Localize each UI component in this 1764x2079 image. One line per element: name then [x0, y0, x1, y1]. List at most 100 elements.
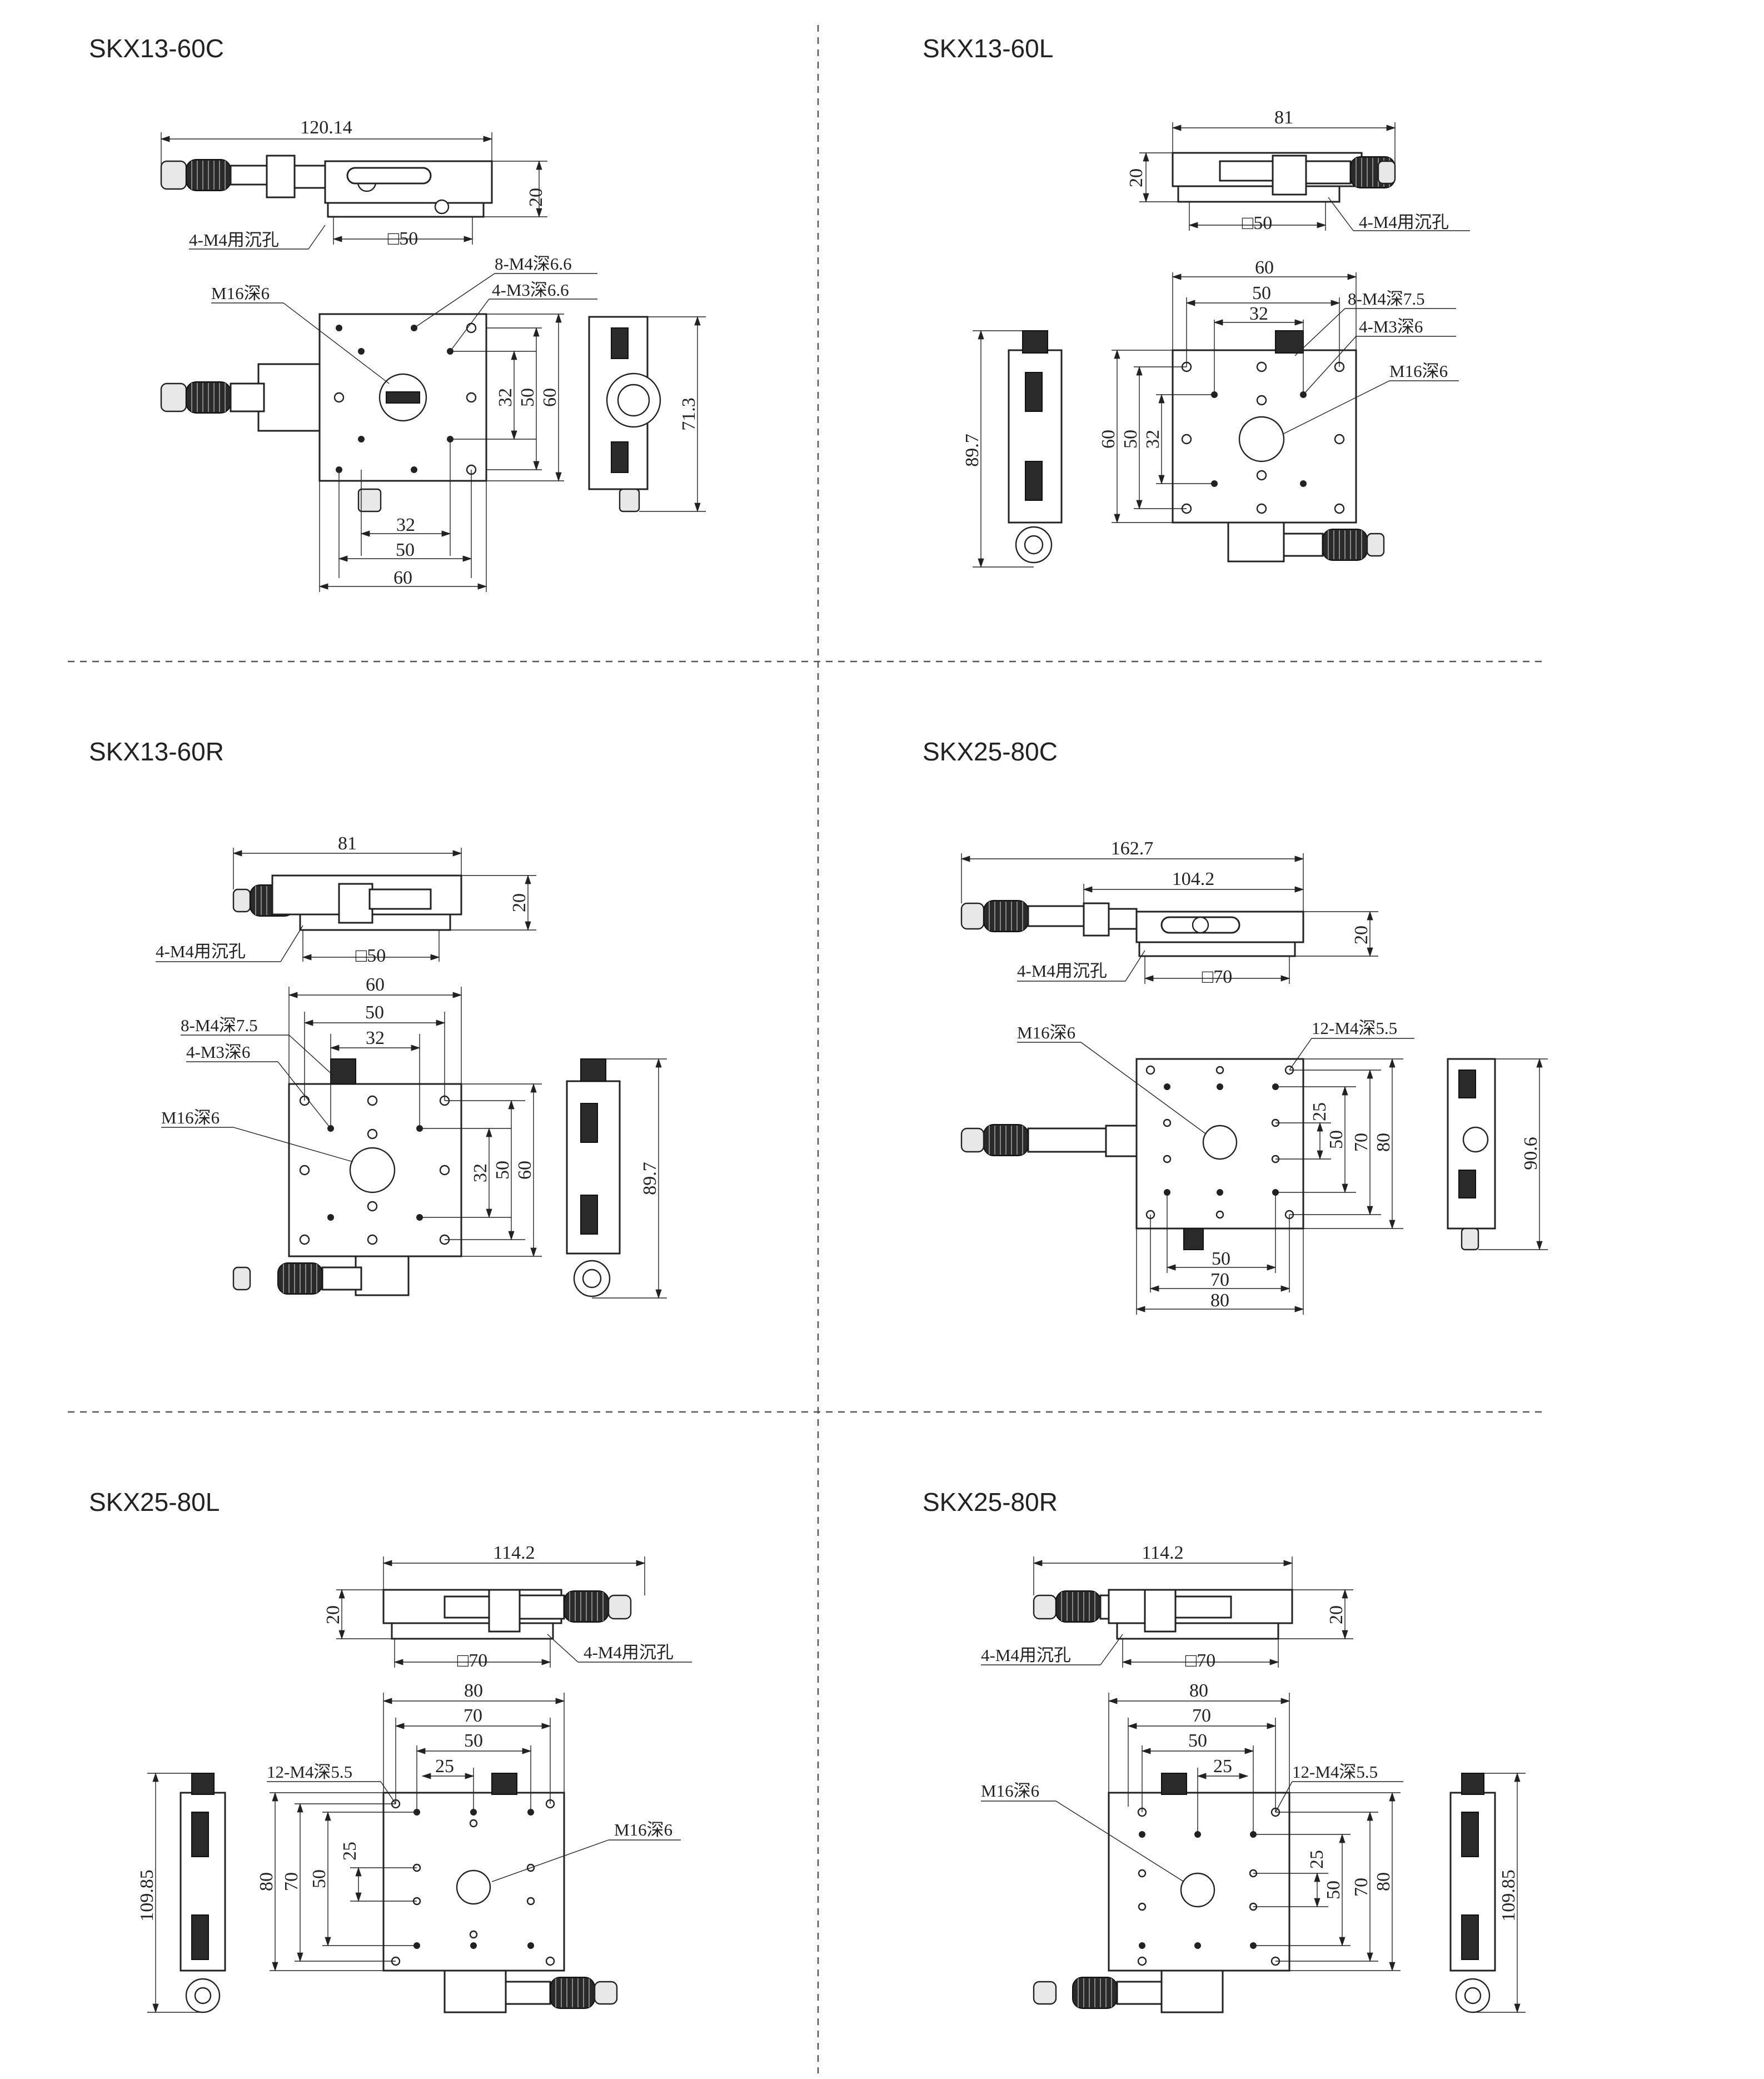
dim-h60: 60: [1098, 430, 1119, 449]
dim-base: □70: [1185, 1650, 1216, 1671]
dim-h70: 70: [1351, 1133, 1372, 1152]
side-view: 162.7 104.2 20 □70 4-M4用沉孔: [960, 838, 1378, 987]
diagram-skx13-60c: 120.14 20 □50 4-M4用沉孔: [160, 117, 706, 592]
dim-side-height: 90.6: [1521, 1137, 1541, 1170]
dim-w80: 80: [1189, 1680, 1208, 1701]
dim-w70: 70: [464, 1705, 482, 1726]
dim-w60: 60: [1255, 257, 1274, 278]
dim-overall-width: 81: [338, 833, 357, 854]
plan-view: 60 50 32 60 50 32 8-M4深7.5: [1098, 257, 1459, 563]
dim-base: □50: [356, 946, 386, 966]
dim-w80: 80: [1210, 1290, 1229, 1311]
dim-h60: 60: [515, 1161, 535, 1180]
panel-title-skx25-80r: SKX25-80R: [923, 1488, 1058, 1516]
end-view: 109.85: [1449, 1772, 1526, 2013]
side-view: 114.2 20 □70 4-M4用沉孔: [981, 1543, 1353, 1671]
dim-height: 20: [323, 1605, 343, 1624]
label-holes-m4: 12-M4深5.5: [267, 1762, 352, 1782]
label-center-hole: M16深6: [1389, 361, 1448, 381]
panel-title-skx25-80l: SKX25-80L: [89, 1488, 220, 1516]
dim-w70: 70: [1192, 1705, 1211, 1726]
label-mount: 4-M4用沉孔: [189, 230, 279, 250]
dim-w70: 70: [1210, 1270, 1229, 1290]
dim-side-height: 71.3: [679, 397, 699, 431]
dim-h70: 70: [1351, 1878, 1372, 1897]
dim-overall-width: 162.7: [1111, 838, 1154, 859]
panel-title-skx13-60c: SKX13-60C: [89, 34, 224, 63]
end-view: 89.7: [566, 1058, 667, 1299]
dim-h32: 32: [1143, 430, 1163, 449]
label-center-hole: M16深6: [981, 1781, 1039, 1801]
dim-h80: 80: [1373, 1872, 1394, 1891]
end-view: 89.7: [962, 330, 1063, 568]
dim-height: 20: [526, 188, 546, 207]
dim-height: 20: [509, 893, 530, 912]
plan-view: 32 50 60 32 50 60 8-M4深6.6: [160, 254, 597, 592]
dim-h70: 70: [281, 1872, 302, 1891]
label-mount: 4-M4用沉孔: [1017, 961, 1107, 981]
dim-h80: 80: [256, 1872, 277, 1891]
dim-height: 20: [1351, 926, 1372, 944]
label-holes-m4: 8-M4深7.5: [181, 1016, 258, 1035]
panel-title-skx25-80c: SKX25-80C: [923, 737, 1058, 766]
dim-side-height: 89.7: [962, 434, 983, 467]
dim-w25: 25: [435, 1756, 454, 1777]
diagram-skx25-80c: 162.7 104.2 20 □70 4-M4用沉孔: [960, 838, 1548, 1315]
dim-side-height: 109.85: [1498, 1869, 1519, 1922]
dim-base: □70: [1202, 967, 1233, 987]
label-holes-m3: 4-M3深6.6: [492, 280, 569, 300]
label-center-hole: M16深6: [614, 1820, 672, 1839]
dim-height: 20: [1126, 168, 1147, 187]
dim-w50: 50: [396, 540, 415, 560]
dim-h32: 32: [470, 1163, 491, 1182]
label-center-hole: M16深6: [161, 1108, 220, 1127]
dim-w32: 32: [366, 1028, 385, 1048]
panel-title-skx13-60r: SKX13-60R: [89, 737, 224, 766]
label-mount: 4-M4用沉孔: [981, 1645, 1071, 1665]
dim-w25: 25: [1213, 1756, 1232, 1777]
dim-h50: 50: [1326, 1130, 1347, 1149]
plan-view: 80 70 50 25 80 70 50: [256, 1680, 681, 2013]
side-view: 120.14 20 □50 4-M4用沉孔: [160, 117, 547, 250]
dim-h80: 80: [1373, 1133, 1394, 1152]
dim-overall-width: 114.2: [493, 1543, 535, 1563]
label-holes-m4: 12-M4深5.5: [1292, 1762, 1378, 1782]
dim-w60: 60: [366, 974, 385, 995]
dim-w60: 60: [393, 568, 412, 588]
dim-overall-width: 81: [1274, 107, 1293, 128]
diagram-skx13-60l: 81 20 □50 4-M4用沉孔: [962, 107, 1470, 568]
dim-h32: 32: [495, 388, 516, 407]
plan-view: 80 70 50 25 25 50 70: [981, 1680, 1403, 2013]
label-holes-m3: 4-M3深6: [186, 1042, 250, 1062]
dim-w50: 50: [1252, 283, 1271, 304]
dim-inner-width: 104.2: [1172, 869, 1215, 889]
end-view: 90.6: [1447, 1058, 1548, 1251]
plan-view: 25 50 70 80 50 70 80: [960, 1018, 1414, 1315]
dim-h60: 60: [540, 388, 560, 407]
dim-h50: 50: [309, 1869, 330, 1888]
label-holes-m4: 8-M4深7.5: [1348, 289, 1425, 309]
label-center-hole: M16深6: [1017, 1023, 1075, 1042]
label-mount: 4-M4用沉孔: [584, 1643, 674, 1662]
end-view: 109.85: [137, 1772, 226, 2013]
dim-h50: 50: [517, 388, 538, 407]
panel-title-skx13-60l: SKX13-60L: [923, 34, 1054, 63]
dim-w32: 32: [1249, 304, 1268, 324]
dim-h50: 50: [1120, 430, 1141, 449]
separators: [68, 25, 1545, 2073]
dim-side-height: 89.7: [640, 1162, 660, 1195]
dim-w50: 50: [1188, 1730, 1207, 1751]
side-view: 81 20 □50 4-M4用沉孔: [156, 833, 536, 966]
label-mount: 4-M4用沉孔: [156, 942, 246, 961]
side-view: 114.2 20 □70 4-M4用沉孔: [323, 1543, 692, 1671]
dim-w50: 50: [1212, 1249, 1230, 1269]
dim-h50: 50: [1323, 1881, 1344, 1899]
dim-overall-width: 120.14: [300, 117, 352, 138]
dim-h25: 25: [1309, 1102, 1330, 1121]
label-center-hole: M16深6: [211, 284, 270, 303]
dim-base: □70: [457, 1650, 488, 1671]
dim-h25: 25: [340, 1842, 360, 1861]
dim-h25: 25: [1307, 1850, 1327, 1869]
end-view: 71.3: [588, 316, 706, 513]
